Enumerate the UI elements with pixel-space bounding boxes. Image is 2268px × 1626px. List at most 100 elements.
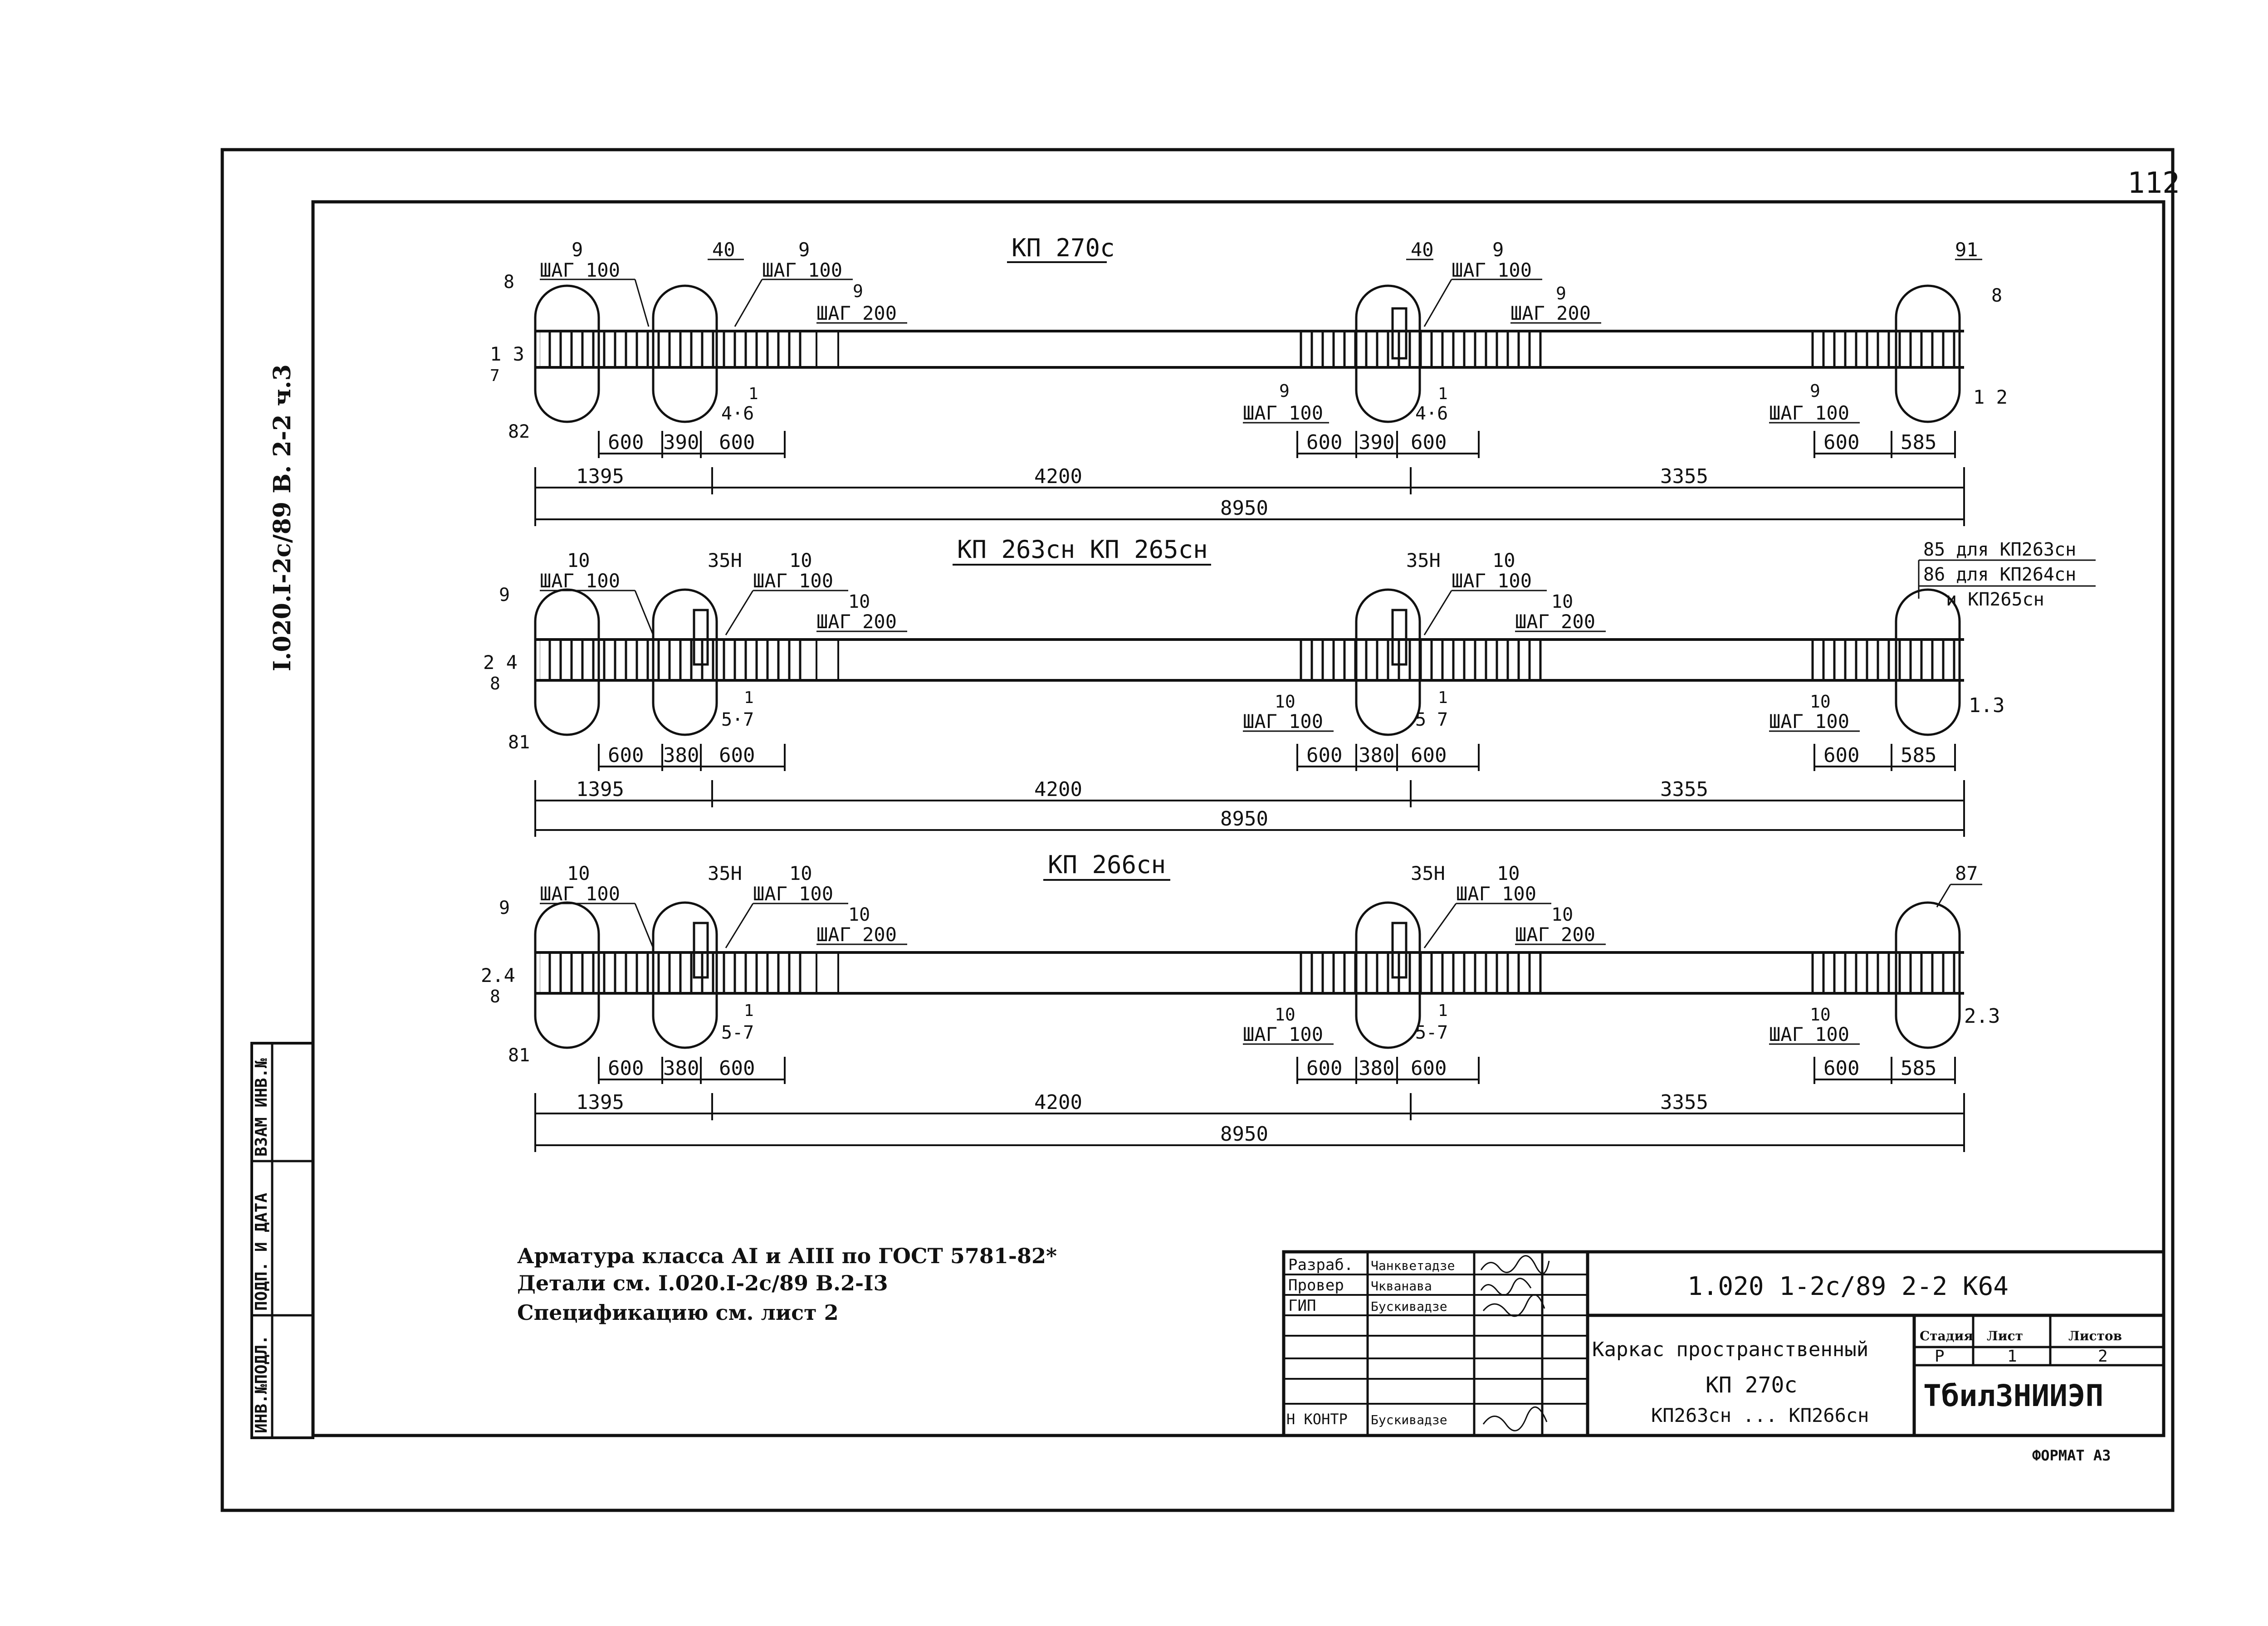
frame-title: КП 263сн КП 265сн	[957, 535, 1208, 564]
span-dim: 4200	[1034, 1091, 1082, 1114]
span-dim: 3355	[1660, 1091, 1708, 1114]
span-dim: 3355	[1660, 778, 1708, 801]
rebar-num: 40	[712, 239, 735, 261]
rebar-num: 10	[848, 591, 870, 612]
rebar-step: ШАГ 100	[753, 883, 833, 905]
rebar-num: 10	[789, 549, 812, 571]
doc-code: 1.020 1-2с/89 2-2 К64	[1687, 1272, 2009, 1301]
page-number: 112	[2127, 166, 2180, 200]
stage-value: Р	[1935, 1347, 1945, 1366]
span-dim: 4200	[1034, 778, 1082, 801]
total-dim: 8950	[1220, 807, 1268, 830]
mark-label: 81	[508, 732, 530, 753]
mark-label: 9	[499, 585, 510, 605]
dim-value: 600	[1823, 744, 1859, 767]
description-line: КП 270с	[1706, 1372, 1797, 1398]
rebar-num: 10	[1275, 1005, 1295, 1025]
frame-kp270: КП 270с 9 ШАГ 100 40 9 ШАГ 100 9 ШАГ 200…	[490, 234, 2008, 526]
organization: ТбилЗНИИЭП	[1923, 1378, 2103, 1413]
role-name: Бускивадзе	[1371, 1412, 1447, 1427]
dim-value: 600	[608, 1057, 644, 1080]
mark-label: 1	[1438, 385, 1448, 403]
dim-value: 585	[1901, 1057, 1936, 1080]
mark-label: 1	[748, 385, 758, 403]
mark-label: 8	[503, 272, 514, 293]
rebar-step: ШАГ 100	[1452, 570, 1532, 592]
rebar-step: ШАГ 200	[1510, 302, 1591, 324]
dim-value: 600	[719, 431, 755, 454]
role-name: Чкванава	[1371, 1279, 1432, 1294]
rebar-num: 35Н	[708, 549, 742, 571]
sheets-header: Листов	[2068, 1328, 2122, 1343]
mark-label: 5 7	[1415, 709, 1448, 730]
dim-value: 600	[719, 1057, 755, 1080]
note-line: Спецификацию см. лист 2	[517, 1300, 839, 1325]
signature-2	[1480, 1278, 1532, 1296]
mark-label: 4·6	[721, 403, 754, 424]
rebar-num: 9	[1810, 381, 1820, 401]
sheet-header: Лист	[1987, 1328, 2023, 1343]
dim-value: 380	[1359, 1057, 1394, 1080]
rebar-num: 35Н	[1411, 862, 1445, 884]
mark-label: 5·7	[721, 709, 754, 730]
sheet-inner-border	[311, 200, 2165, 1437]
mark-label: 2.3	[1964, 1005, 2000, 1028]
mark-label: 1	[1438, 1001, 1448, 1020]
dim-value: 600	[608, 744, 644, 767]
role-name: Бускивадзе	[1371, 1299, 1447, 1314]
total-dim: 8950	[1220, 1123, 1268, 1146]
rebar-num: 9	[798, 239, 810, 261]
mark-label: 1	[744, 1001, 754, 1020]
rebar-step: ШАГ 100	[762, 259, 842, 281]
signature-3	[1482, 1294, 1545, 1317]
role-name: Чанкветадзе	[1371, 1258, 1455, 1273]
rebar-step: ШАГ 100	[1243, 1023, 1323, 1045]
mark-label: 2 4	[483, 651, 518, 674]
span-dim: 1395	[576, 778, 624, 801]
dim-value: 600	[1306, 1057, 1342, 1080]
mark-label: 8	[490, 986, 500, 1006]
span-dim: 3355	[1660, 465, 1708, 488]
dim-value: 600	[1823, 431, 1859, 454]
rebar-num: 10	[1492, 549, 1515, 571]
rebar-num: 10	[1551, 904, 1573, 925]
mark-label: 7	[490, 366, 500, 385]
sheets-value: 2	[2098, 1347, 2108, 1366]
dim-value: 600	[719, 744, 755, 767]
dim-value: 600	[1411, 431, 1447, 454]
stamp-podp-data: ПОДП. И ДАТА	[252, 1193, 271, 1311]
rebar-num: 10	[1497, 862, 1520, 884]
mark-label: 1 3	[490, 343, 524, 365]
rebar-step: ШАГ 100	[1452, 259, 1532, 281]
rebar-num: 9	[853, 281, 863, 301]
rebar-step: ШАГ 200	[816, 923, 897, 946]
rebar-num: 35Н	[708, 862, 742, 884]
dim-value: 600	[1823, 1057, 1859, 1080]
stage-header: Стадия	[1920, 1328, 1973, 1343]
rebar-step: ШАГ 100	[540, 570, 620, 592]
rebar-step: ШАГ 200	[816, 302, 897, 324]
mark-label: 8	[1991, 285, 2002, 306]
dim-value: 600	[1411, 1057, 1447, 1080]
rebar-num: 10	[1551, 591, 1573, 612]
dim-value: 380	[663, 1057, 699, 1080]
mark-label: 1 2	[1973, 386, 2008, 408]
frame-title: КП 266сн	[1048, 850, 1166, 879]
note-line: Арматура класса АI и АIII по ГОСТ 5781-8…	[517, 1244, 1057, 1268]
rebar-num: 91	[1955, 239, 1978, 261]
rebar-num: 9	[1279, 381, 1290, 401]
dim-value: 380	[663, 744, 699, 767]
rebar-step: ШАГ 100	[1769, 402, 1849, 424]
mark-label: 82	[508, 421, 530, 442]
detail-dim-line	[598, 1057, 1956, 1084]
rebar-num: 87	[1955, 862, 1978, 884]
left-stamp: ИНВ.№ПОДЛ. ПОДП. И ДАТА ВЗАМ ИНВ.№	[250, 1042, 314, 1439]
dim-value: 600	[608, 431, 644, 454]
rebar-num: 10	[789, 862, 812, 884]
frame-title: КП 270с	[1012, 234, 1115, 262]
rebar-num: 10	[567, 862, 590, 884]
rebar-step: ШАГ 100	[1243, 402, 1323, 424]
frame-kp263-265: КП 263сн КП 265сн 10 ШАГ 100 35Н 10 ШАГ …	[483, 535, 2096, 837]
signature-1	[1480, 1255, 1550, 1274]
